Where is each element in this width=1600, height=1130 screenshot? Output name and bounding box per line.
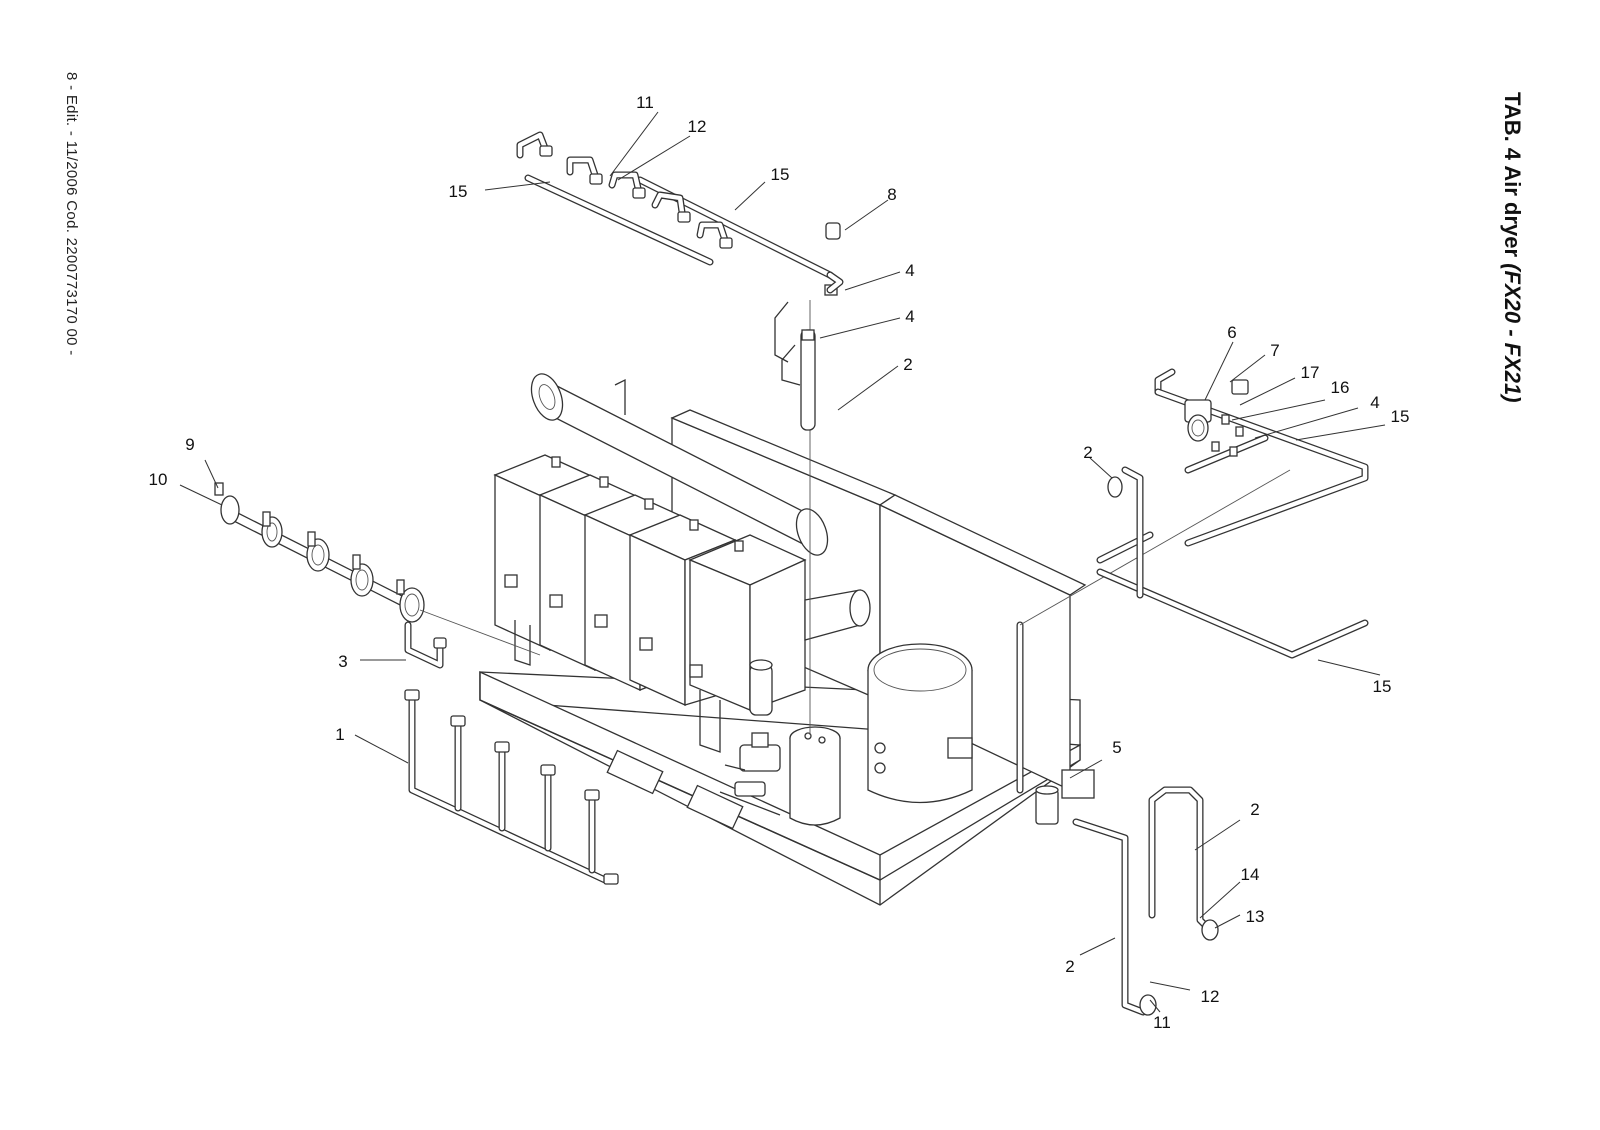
callout-5: 5	[1112, 738, 1121, 757]
callout-10: 10	[149, 470, 168, 489]
callout-9: 9	[185, 435, 194, 454]
vertical-pipe-2-top	[774, 222, 841, 735]
top-manifold	[516, 131, 844, 294]
leader-lines	[179, 111, 1386, 1013]
callout-4-lower: 4	[905, 307, 914, 326]
callout-11-bottom: 11	[1153, 1013, 1171, 1032]
callout-15-top-right: 15	[771, 165, 790, 184]
callout-14: 14	[1241, 865, 1260, 884]
callout-15-lower-right: 15	[1373, 677, 1392, 696]
callout-4-upper: 4	[905, 261, 914, 280]
module-5	[688, 534, 807, 711]
callout-15-right: 15	[1391, 407, 1410, 426]
u-pipe-3	[404, 621, 447, 669]
callout-16: 16	[1331, 378, 1350, 397]
liquid-receiver	[789, 726, 841, 826]
callout-4-right: 4	[1370, 393, 1379, 412]
callout-12-top: 12	[688, 117, 707, 136]
callout-3: 3	[338, 652, 347, 671]
callout-2-bottom: 2	[1065, 957, 1074, 976]
callout-6: 6	[1227, 323, 1236, 342]
callout-labels: 11 12 15 15 8 4 4 2 6 7 17 16 4 15 9 10 …	[149, 93, 1410, 1032]
callout-17: 17	[1301, 363, 1320, 382]
manifold-cylinder	[530, 373, 871, 641]
riser-manifold-1	[404, 689, 619, 885]
callout-1: 1	[335, 725, 344, 744]
callout-12-bottom: 12	[1201, 987, 1220, 1006]
callout-7: 7	[1270, 341, 1279, 360]
callout-11-top: 11	[636, 93, 654, 112]
compressor	[867, 643, 973, 804]
callout-2-right-riser: 2	[1083, 443, 1092, 462]
callout-8: 8	[887, 185, 896, 204]
pressostat-group	[1184, 379, 1249, 457]
filter-and-valves	[719, 659, 781, 816]
right-piping	[1016, 368, 1369, 794]
callout-13: 13	[1246, 907, 1265, 926]
coil-assembly	[214, 482, 541, 656]
heat-exchanger-modules	[493, 454, 807, 753]
callout-2-vertical: 2	[903, 355, 912, 374]
lower-right-piping	[1035, 769, 1219, 1016]
callout-15-top-left: 15	[449, 182, 468, 201]
callout-2-lower-right: 2	[1250, 800, 1259, 819]
